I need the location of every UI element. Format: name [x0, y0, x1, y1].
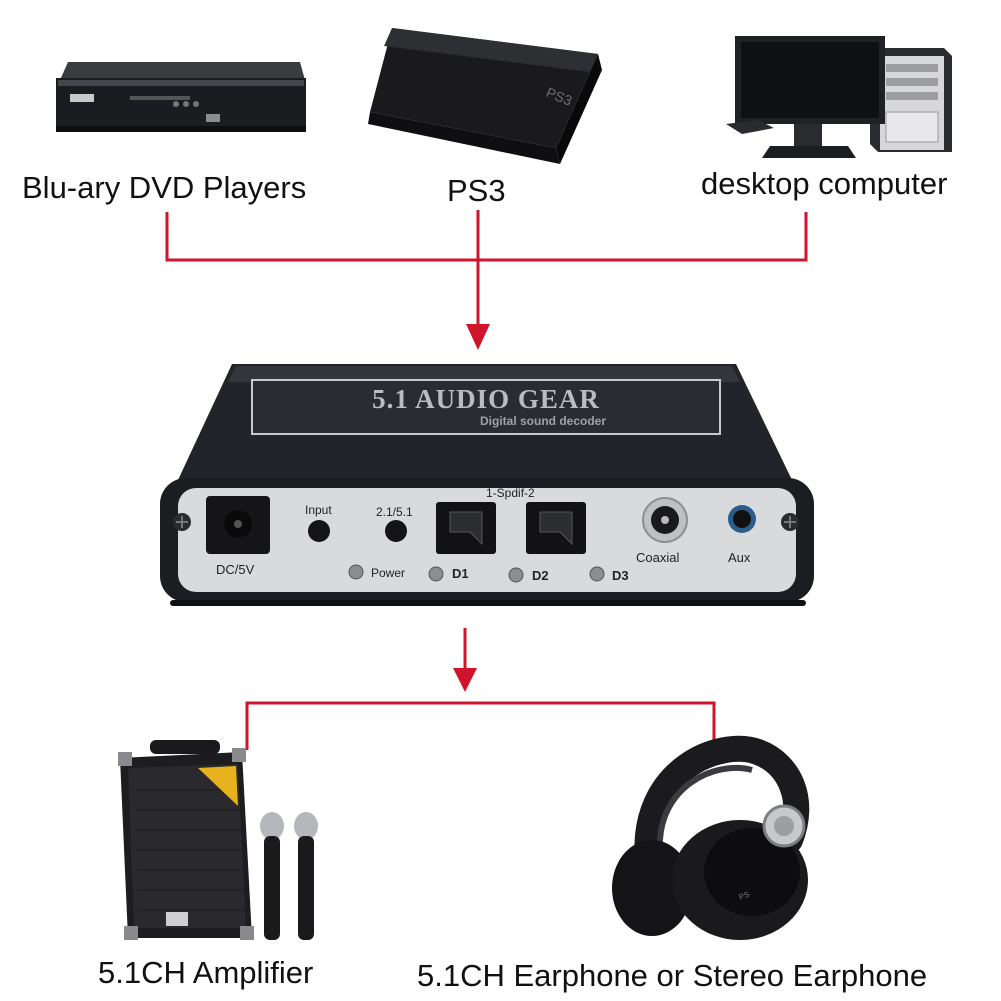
- source-label-desktop: desktop computer: [701, 166, 948, 201]
- down-arrow-icon: [466, 324, 490, 350]
- output-label-earphone: 5.1CH Earphone or Stereo Earphone: [417, 958, 928, 993]
- output-bracket: [245, 701, 716, 757]
- microphone-icon: [294, 812, 318, 940]
- output-label-amplifier: 5.1CH Amplifier: [98, 955, 314, 990]
- d1-led-label: D1: [452, 566, 469, 581]
- aux-port-label: Aux: [728, 550, 751, 565]
- d3-led: [589, 566, 605, 582]
- power-led: [348, 564, 364, 580]
- screw-icon: [781, 513, 799, 531]
- spdif-port-label: 1-Spdif-2: [486, 486, 535, 500]
- d2-led: [508, 567, 524, 583]
- source-label-ps3: PS3: [447, 173, 506, 208]
- mode-button: [385, 520, 407, 542]
- power-led-label: Power: [371, 566, 406, 580]
- title-plate: [251, 379, 721, 435]
- d1-led: [428, 566, 444, 582]
- source-bracket: [165, 212, 808, 262]
- mode-port-label: 2.1/5.1: [376, 505, 413, 519]
- device-subtitle: Digital sound decoder: [480, 414, 607, 428]
- device-title: 5.1 AUDIO GEAR: [372, 384, 600, 414]
- svg-text:PS: PS: [738, 890, 751, 902]
- input-button: [308, 520, 330, 542]
- down-arrow-icon: [453, 668, 477, 692]
- d3-led-label: D3: [612, 568, 629, 583]
- source-label-bluray: Blu-ary DVD Players: [22, 170, 307, 205]
- dc-port-label: DC/5V: [216, 562, 255, 577]
- coaxial-port-label: Coaxial: [636, 550, 680, 565]
- screw-icon: [173, 513, 191, 531]
- input-port-label: Input: [305, 503, 332, 517]
- microphone-icon: [260, 812, 284, 940]
- d2-led-label: D2: [532, 568, 549, 583]
